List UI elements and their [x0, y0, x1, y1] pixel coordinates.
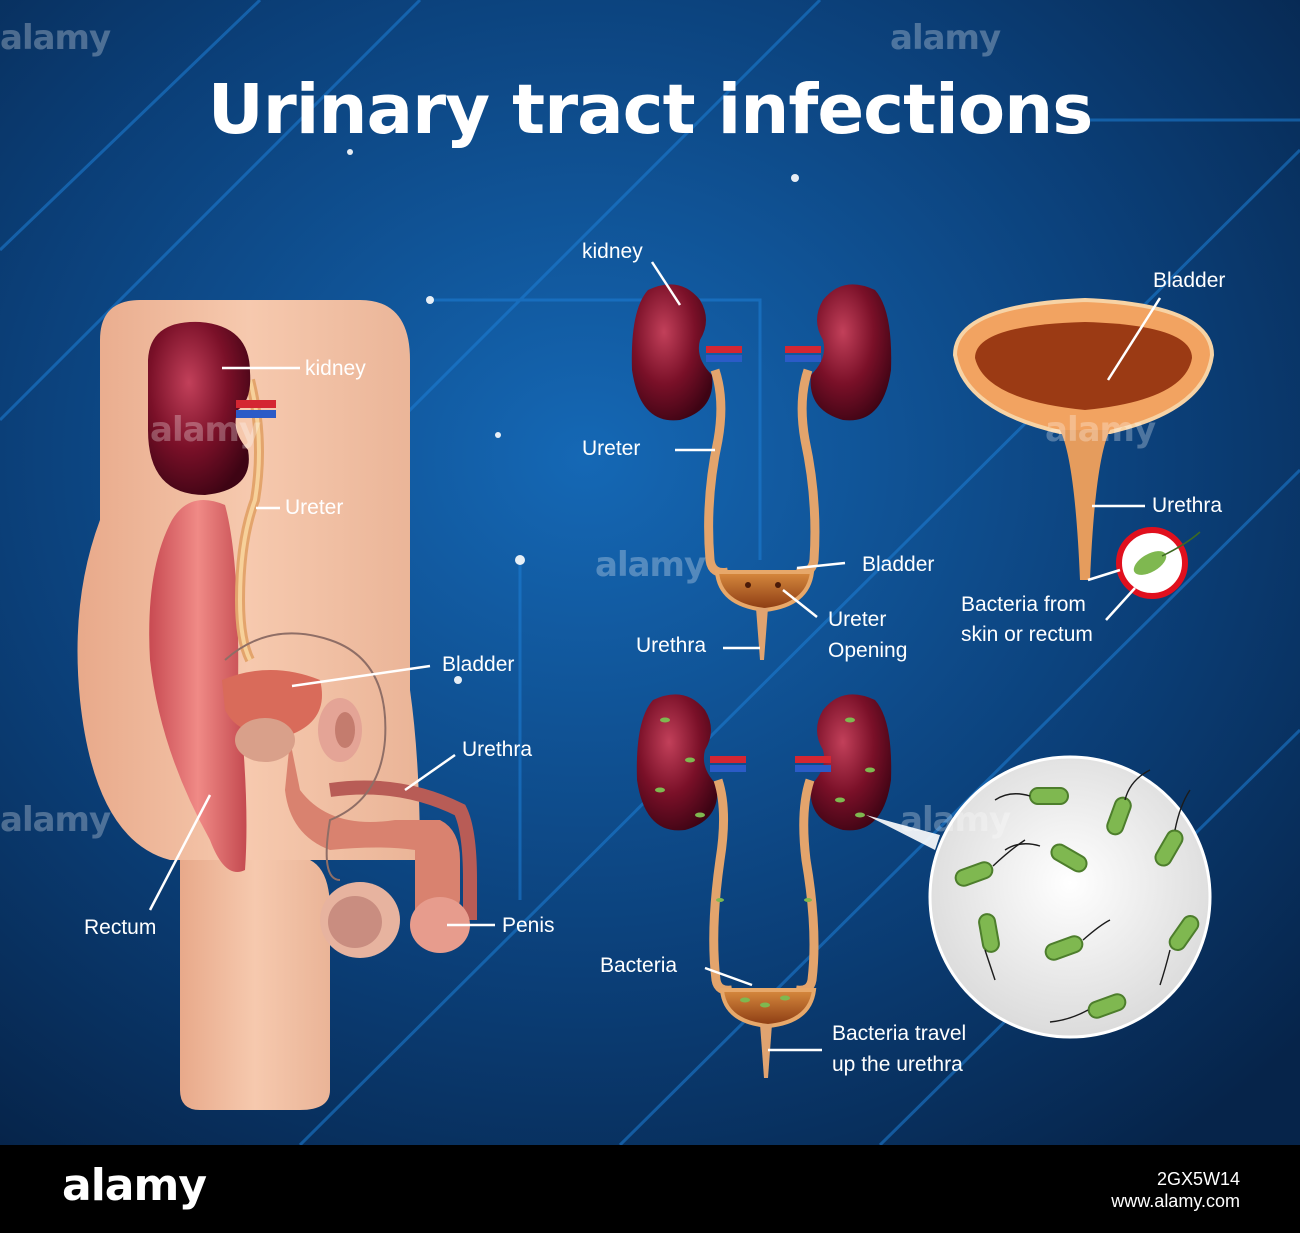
- watermark: alamy: [900, 800, 1011, 840]
- footer-image-info: 2GX5W14 www.alamy.com: [1111, 1168, 1240, 1212]
- site-url: www.alamy.com: [1111, 1191, 1240, 1211]
- label-kidney: kidney: [305, 357, 366, 380]
- label-urethra: Urethra: [1152, 494, 1223, 517]
- label-bladder: Bladder: [442, 653, 515, 676]
- label-bacteria: Bacteria: [600, 954, 678, 977]
- image-id: 2GX5W14: [1156, 1169, 1240, 1189]
- watermark: alamy: [0, 800, 111, 840]
- footer-bar: [0, 1145, 1300, 1233]
- footer-brand: alamy: [62, 1160, 207, 1211]
- kidneys-top: [631, 284, 892, 660]
- kidneys-bottom: [636, 694, 892, 1078]
- label-bladder: Bladder: [1153, 269, 1226, 292]
- magnified-bacteria: [866, 755, 1212, 1039]
- label-bacteria-travel: up the urethra: [832, 1053, 963, 1076]
- body-crosssection: [77, 300, 477, 1110]
- label-urethra: Urethra: [462, 738, 533, 761]
- watermark: alamy: [595, 545, 706, 585]
- leader-lines-left: [148, 366, 495, 927]
- label-ureter: Ureter: [582, 437, 641, 460]
- watermark: alamy: [0, 18, 111, 58]
- label-urethra: Urethra: [636, 634, 707, 657]
- label-kidney: kidney: [582, 240, 643, 263]
- label-ureter-opening: Opening: [828, 639, 908, 662]
- label-bacteria-source: skin or rectum: [961, 623, 1093, 646]
- label-bacteria-source: Bacteria from: [961, 593, 1086, 616]
- watermark: alamy: [1045, 410, 1156, 450]
- label-bladder: Bladder: [862, 553, 935, 576]
- label-penis: Penis: [502, 914, 555, 937]
- watermark: alamy: [150, 410, 261, 450]
- label-rectum: Rectum: [84, 916, 157, 939]
- label-ureter-opening: Ureter: [828, 608, 887, 631]
- label-ureter: Ureter: [285, 496, 344, 519]
- page-title: Urinary tract infections: [207, 70, 1094, 150]
- bladder-right: [952, 297, 1215, 599]
- label-bacteria-travel: Bacteria travel: [832, 1022, 967, 1045]
- watermark: alamy: [890, 18, 1001, 58]
